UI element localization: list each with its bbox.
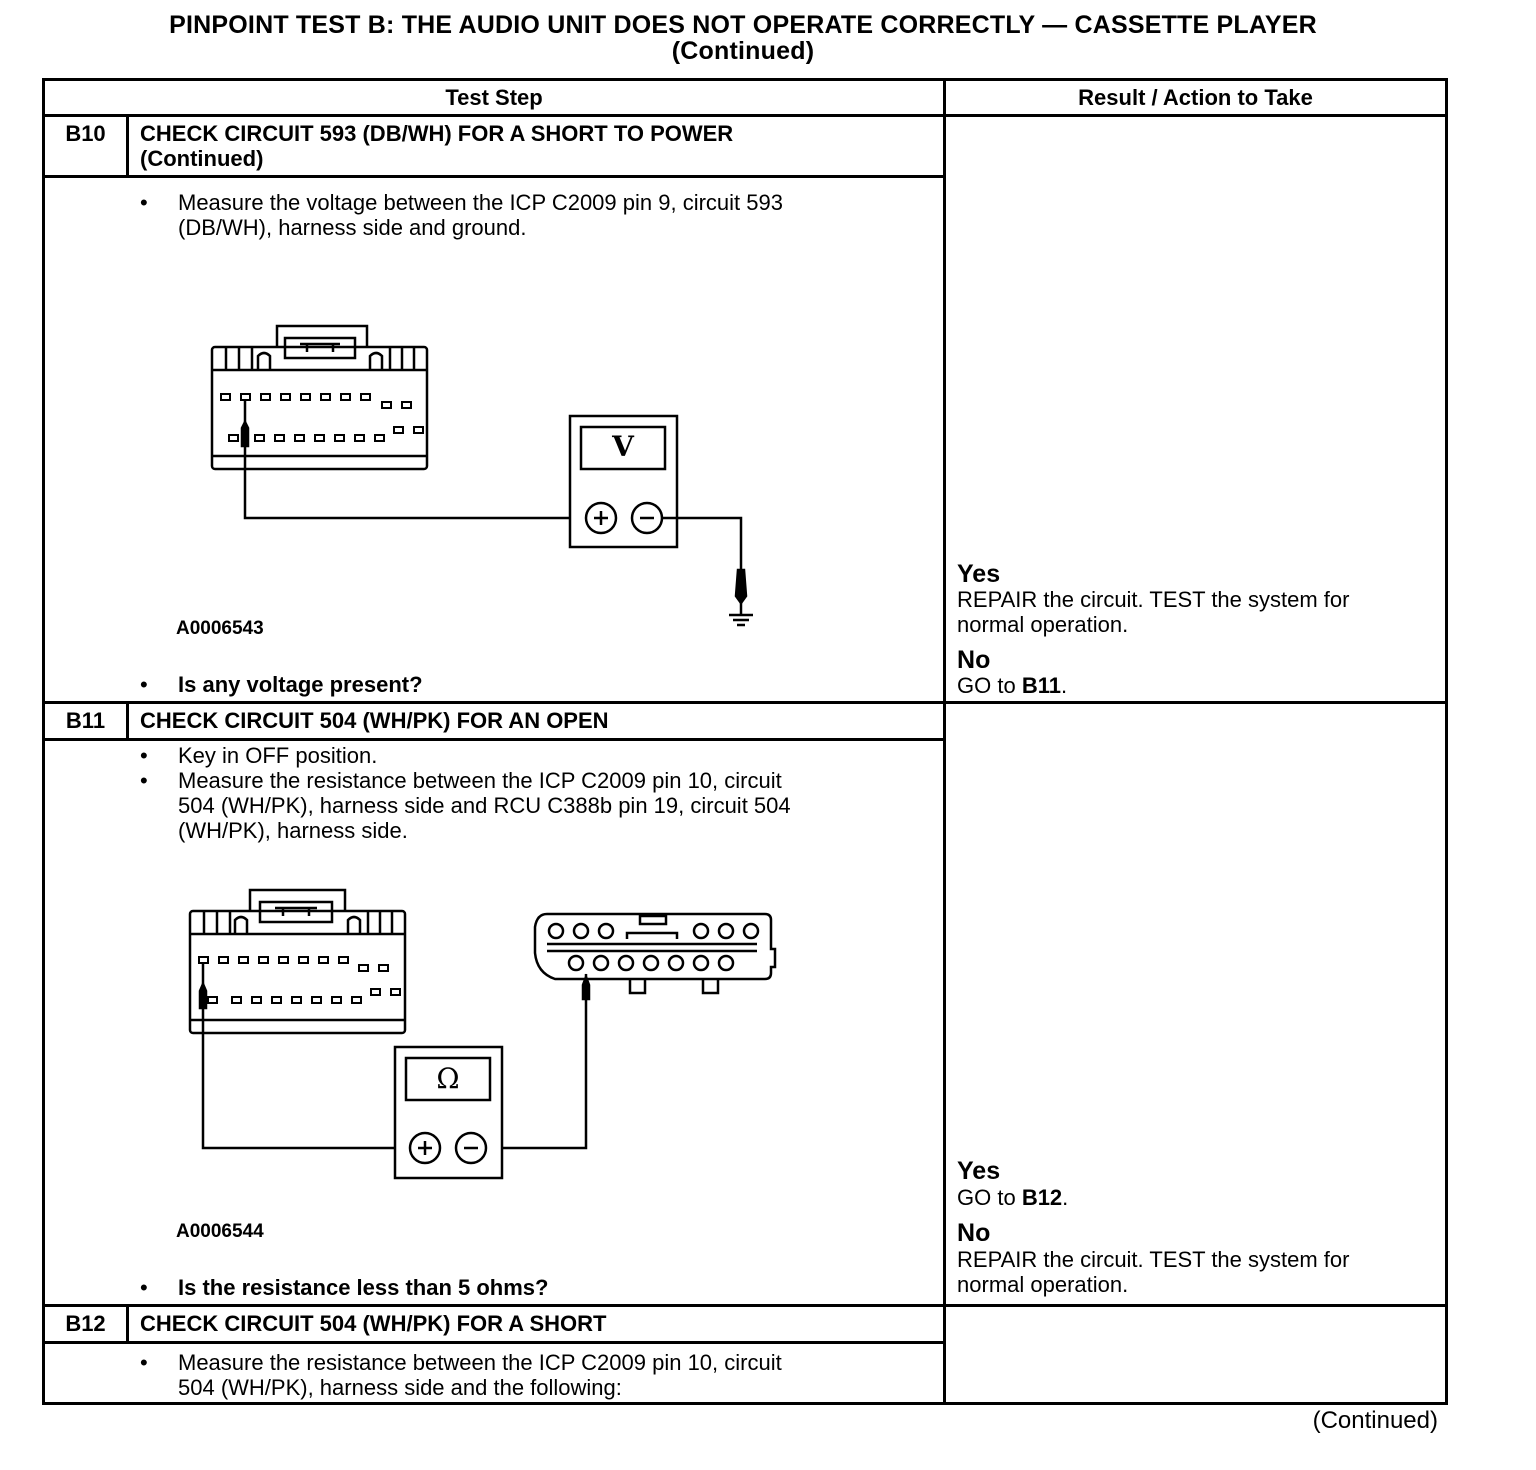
ohmmeter <box>393 1045 504 1180</box>
result-text-line: REPAIR the circuit. TEST the system for <box>957 587 1350 612</box>
ground-symbol <box>729 603 753 627</box>
step-title: CHECK CIRCUIT 504 (WH/PK) FOR AN OPEN <box>125 701 947 741</box>
step-question: Is the resistance less than 5 ohms? <box>178 1275 549 1300</box>
icp-connector <box>188 888 407 1035</box>
step-title-line: (Continued) <box>140 146 264 171</box>
voltmeter <box>568 414 679 549</box>
step-b11-content: • Key in OFF position. • Measure the res… <box>41 738 947 1307</box>
page-title: PINPOINT TEST B: THE AUDIO UNIT DOES NOT… <box>0 12 1486 64</box>
bullet-line: Measure the resistance between the ICP C… <box>178 1350 782 1375</box>
bullet-marker: • <box>140 768 148 793</box>
result-text: . <box>1060 673 1068 698</box>
result-text-line: normal operation. <box>957 612 1129 637</box>
step-b12-result <box>943 1304 1449 1405</box>
bullet-marker: • <box>140 190 148 215</box>
step-b12-title-row: B12 CHECK CIRCUIT 504 (WH/PK) FOR A SHOR… <box>42 1304 1449 1405</box>
continued-label: (Continued) <box>1312 1407 1438 1434</box>
bullet-text: Measure the voltage between the ICP C200… <box>178 190 783 240</box>
result-yes-text: GO to B12. <box>957 1185 1068 1210</box>
bullet-marker: • <box>140 1275 148 1300</box>
step-b12-content-row: • Measure the resistance between the ICP… <box>41 1341 1447 1405</box>
result-no-label: No <box>957 1219 991 1247</box>
step-b11-content-row: • Key in OFF position. • Measure the res… <box>41 738 1447 1307</box>
icp-pins <box>220 393 424 442</box>
step-title-line: CHECK CIRCUIT 504 (WH/PK) FOR A SHORT <box>140 1311 607 1336</box>
step-title: CHECK CIRCUIT 504 (WH/PK) FOR A SHORT <box>125 1304 947 1344</box>
result-yes-label: Yes <box>957 560 1001 588</box>
resistance-measurement-diagram: Ω <box>188 888 777 1180</box>
table-header-row: Test Step Result / Action to Take <box>41 78 1449 117</box>
bullet-text: Measure the resistance between the ICP C… <box>178 1350 782 1400</box>
voltage-measurement-diagram: V <box>210 324 753 627</box>
bullet-line: (WH/PK), harness side. <box>178 818 408 843</box>
title-line-2: (Continued) <box>671 37 815 65</box>
result-yes-label: Yes <box>957 1157 1001 1185</box>
bullet-text: Measure the resistance between the ICP C… <box>178 768 791 843</box>
bullet-line: 504 (WH/PK), harness side and RCU C388b … <box>178 793 791 818</box>
bullet-line: Measure the resistance between the ICP C… <box>178 768 782 793</box>
step-reference: B11 <box>1021 673 1061 698</box>
step-title: CHECK CIRCUIT 593 (DB/WH) FOR A SHORT TO… <box>125 114 947 178</box>
result-text: GO to <box>957 1185 1022 1210</box>
step-b11-result: Yes GO to B12. No REPAIR the circuit. TE… <box>943 701 1449 1307</box>
result-no-label: No <box>957 646 991 674</box>
header-result: Result / Action to Take <box>943 78 1449 117</box>
step-b10-title-row: B10 CHECK CIRCUIT 593 (DB/WH) FOR A SHOR… <box>42 114 1449 704</box>
positive-lead <box>201 963 395 1150</box>
step-id: B11 <box>42 701 129 741</box>
result-yes-text: REPAIR the circuit. TEST the system for … <box>957 587 1349 637</box>
pinpoint-test-table: Test Step Result / Action to Take B10 CH… <box>41 78 1449 1405</box>
step-reference: B12 <box>1021 1185 1063 1210</box>
header-test-step: Test Step <box>41 78 947 117</box>
step-title-line: CHECK CIRCUIT 593 (DB/WH) FOR A SHORT TO… <box>140 121 734 146</box>
result-text: GO to <box>957 673 1022 698</box>
bullet-marker: • <box>140 1350 148 1375</box>
meter-symbol: V <box>611 430 635 463</box>
bullet-marker: • <box>140 672 148 697</box>
step-b12-content: • Measure the resistance between the ICP… <box>41 1341 947 1405</box>
rcu-connector <box>533 912 777 995</box>
bullet-marker: • <box>140 743 148 768</box>
step-id: B10 <box>42 114 129 178</box>
step-b10-result: Yes REPAIR the circuit. TEST the system … <box>943 114 1449 704</box>
result-no-text: GO to B11. <box>957 673 1067 698</box>
step-b11-title-row: B11 CHECK CIRCUIT 504 (WH/PK) FOR AN OPE… <box>42 701 1449 1307</box>
icp-pins <box>198 956 401 1004</box>
ground-probe <box>734 568 748 606</box>
result-text: . <box>1062 1185 1069 1210</box>
step-question: Is any voltage present? <box>178 672 423 697</box>
probe-tip <box>240 419 250 448</box>
figure-id: A0006543 <box>176 618 264 639</box>
step-b10-content: • Measure the voltage between the ICP C2… <box>41 175 947 704</box>
bullet-line: Measure the voltage between the ICP C200… <box>178 190 783 215</box>
bullet-line: 504 (WH/PK), harness side and the follow… <box>178 1375 622 1400</box>
positive-lead <box>243 400 570 520</box>
step-id: B12 <box>42 1304 129 1344</box>
bullet-text: Key in OFF position. <box>178 743 378 768</box>
result-text-line: normal operation. <box>957 1272 1129 1297</box>
meter-symbol: Ω <box>436 1062 459 1095</box>
icp-connector <box>210 324 429 471</box>
probe-tip <box>581 973 591 1001</box>
bullet-line: (DB/WH), harness side and ground. <box>178 215 527 240</box>
figure-id: A0006544 <box>176 1221 264 1242</box>
negative-lead <box>662 516 743 573</box>
negative-lead <box>502 974 588 1150</box>
step-title-line: CHECK CIRCUIT 504 (WH/PK) FOR AN OPEN <box>140 708 609 733</box>
result-no-text: REPAIR the circuit. TEST the system for … <box>957 1247 1349 1297</box>
step-b10-content-row: • Measure the voltage between the ICP C2… <box>41 175 1447 704</box>
probe-tip <box>198 980 208 1010</box>
result-text-line: REPAIR the circuit. TEST the system for <box>957 1247 1350 1272</box>
title-line-1: PINPOINT TEST B: THE AUDIO UNIT DOES NOT… <box>169 11 1317 39</box>
